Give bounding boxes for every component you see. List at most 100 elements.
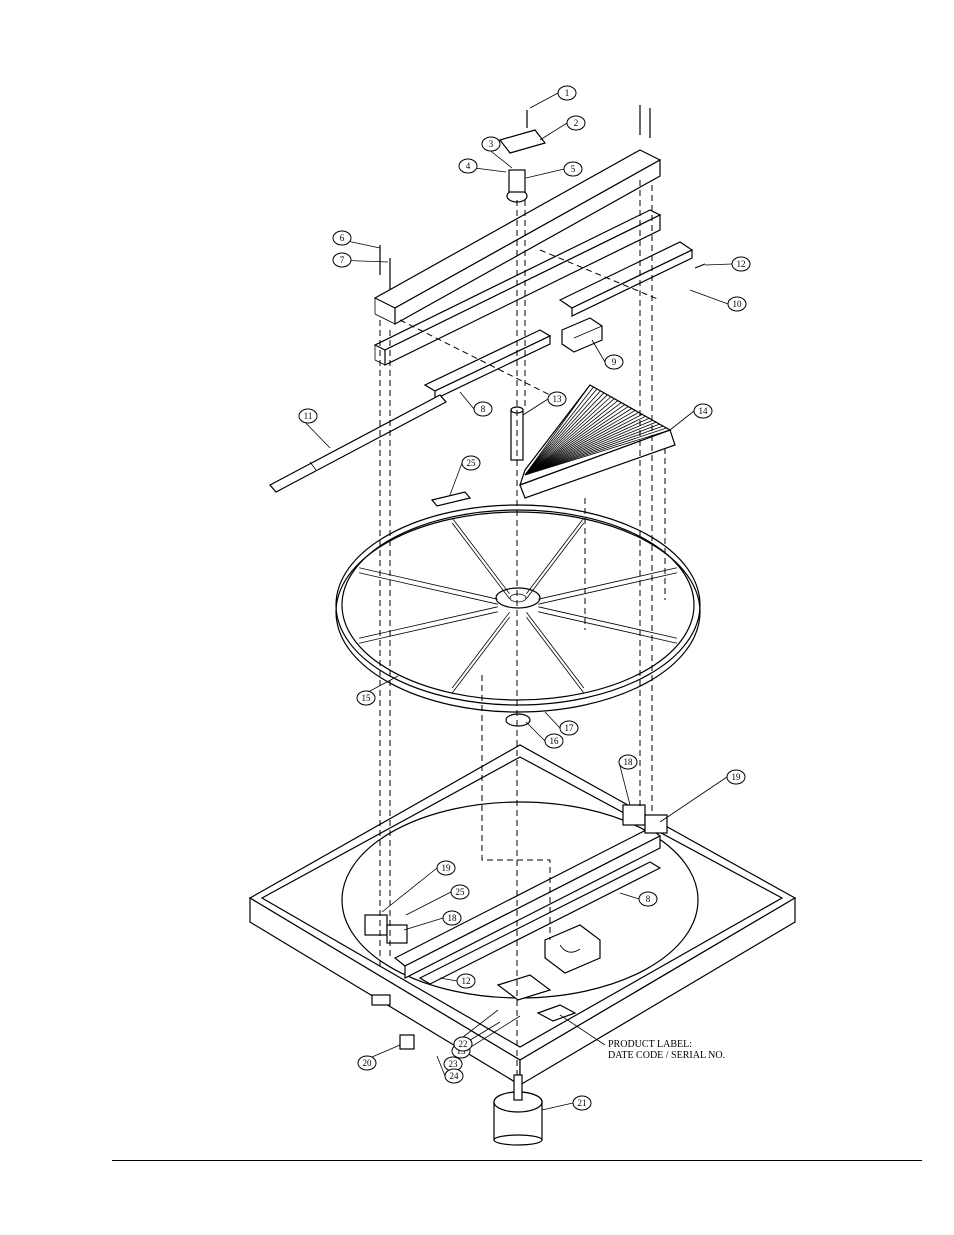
callout-number: 2	[574, 118, 579, 128]
leader-line	[436, 1055, 446, 1077]
leader-line	[669, 410, 695, 431]
callout-number: 18	[448, 913, 458, 923]
fan-line	[524, 398, 615, 476]
callout-circle	[357, 1055, 377, 1071]
fan-line	[524, 429, 671, 476]
callout-circle	[450, 884, 470, 900]
callout-circle	[731, 256, 751, 272]
leader-line	[689, 289, 729, 305]
callout-c22: 22	[453, 1036, 473, 1052]
callout-number: 10	[733, 299, 743, 309]
callout-circle	[461, 455, 481, 471]
callout-number: 8	[481, 404, 486, 414]
callout-circle	[638, 891, 658, 907]
wheel-spoke-edge	[451, 522, 510, 600]
leader-line	[403, 917, 444, 931]
callout-c10: 10	[727, 296, 747, 312]
callout-circle	[444, 1068, 464, 1084]
callout-number: 9	[612, 357, 617, 367]
leader-line	[449, 462, 463, 496]
fan-line	[524, 402, 622, 476]
fan-line	[524, 427, 667, 476]
leader-line	[704, 263, 733, 266]
callout-number: 20	[363, 1058, 373, 1068]
callout-c1: 1	[557, 85, 577, 101]
callout-c3: 3	[481, 136, 501, 152]
fan-line	[524, 390, 601, 476]
fan-segment-part	[519, 384, 676, 499]
leader-line	[539, 122, 568, 141]
callout-number: 8	[646, 894, 651, 904]
fan-line	[524, 417, 650, 476]
callout-circle	[604, 354, 624, 370]
callout-circle	[458, 158, 478, 174]
callout-c11: 11	[298, 408, 318, 424]
callout-c19b: 19	[436, 860, 456, 876]
callout-c2: 2	[566, 115, 586, 131]
callout-number: 19	[442, 863, 452, 873]
callout-number: 25	[456, 887, 466, 897]
callout-circle	[298, 408, 318, 424]
callout-c8b: 8	[638, 891, 658, 907]
callout-c18b: 18	[442, 910, 462, 926]
rod-part	[269, 394, 447, 493]
callout-number: 17	[565, 723, 575, 733]
callout-c4: 4	[458, 158, 478, 174]
fan-line	[524, 400, 619, 476]
callout-number: 14	[699, 406, 709, 416]
wheel-spoke	[359, 606, 498, 639]
callout-c24: 24	[444, 1068, 464, 1084]
leader-line	[541, 1102, 574, 1111]
callout-number: 1	[565, 88, 570, 98]
callout-c16: 16	[544, 733, 564, 749]
leader-line	[529, 92, 559, 109]
callout-circle	[563, 161, 583, 177]
wheel-spoke	[538, 606, 677, 639]
wheel-spoke-edge	[451, 616, 510, 694]
callout-circle	[557, 85, 577, 101]
callout-circle	[559, 720, 579, 736]
callout-circle	[572, 1095, 592, 1111]
callout-c25b: 25	[450, 884, 470, 900]
callout-number: 6	[340, 233, 345, 243]
callout-circle	[693, 403, 713, 419]
callout-circle	[566, 115, 586, 131]
callout-c5: 5	[563, 161, 583, 177]
callout-number: 12	[462, 976, 471, 986]
fan-line	[524, 392, 605, 476]
callout-number: 7	[340, 255, 345, 265]
callout-c25a: 25	[461, 455, 481, 471]
wheel-spoke-edge	[526, 522, 585, 600]
wheel-spoke	[526, 611, 585, 689]
fan-line	[524, 408, 632, 476]
callout-circle	[436, 860, 456, 876]
callout-number: 19	[732, 772, 742, 782]
wheel-part	[335, 491, 701, 713]
callout-group: 1234567889101112121313141516171818191920…	[298, 85, 751, 1111]
leader-line	[525, 721, 546, 742]
callout-circle	[332, 230, 352, 246]
top-bracket-assembly	[373, 105, 706, 400]
callout-c12b: 12	[456, 973, 476, 989]
callout-c14: 14	[693, 403, 713, 419]
fan-line	[524, 410, 636, 476]
fan-line	[524, 384, 591, 476]
callout-number: 22	[459, 1039, 468, 1049]
motor-part	[493, 1074, 543, 1146]
wheel-spoke	[526, 517, 585, 595]
callout-c7: 7	[332, 252, 352, 268]
callout-c19a: 19	[726, 769, 746, 785]
leader-line	[459, 391, 475, 410]
callout-circle	[456, 973, 476, 989]
leader-line	[405, 891, 452, 916]
leader-line	[544, 711, 561, 729]
callout-circle	[547, 391, 567, 407]
callout-circle	[442, 910, 462, 926]
callout-c8a: 8	[473, 401, 493, 417]
fan-line	[524, 423, 660, 476]
fan-line	[524, 404, 626, 476]
callout-c20: 20	[357, 1055, 377, 1071]
fan-line	[524, 412, 639, 476]
callout-c6: 6	[332, 230, 352, 246]
